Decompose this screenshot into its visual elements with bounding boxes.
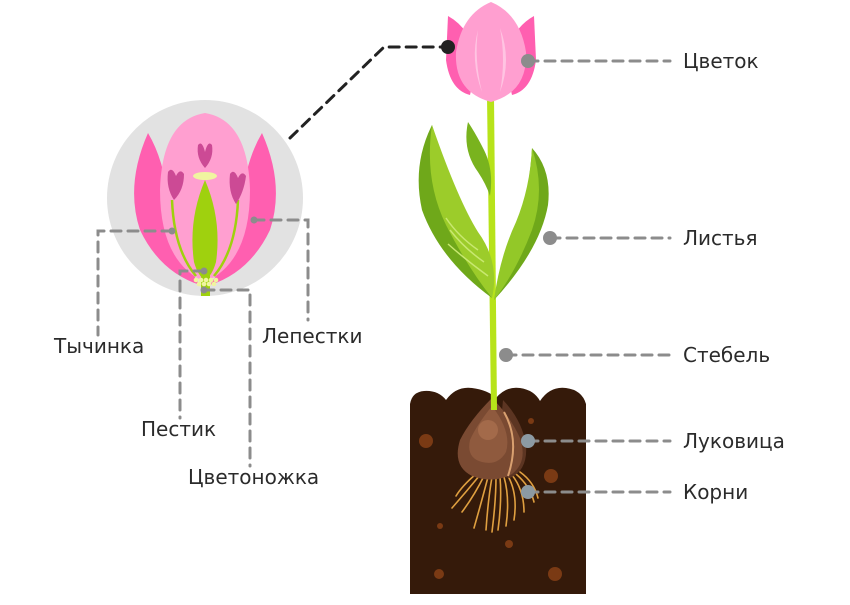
soil bbox=[410, 387, 586, 594]
leaves bbox=[418, 122, 549, 300]
label-flower: Цветок bbox=[683, 49, 759, 73]
label-stamen: Тычинка bbox=[54, 334, 145, 358]
peduncle-dot bbox=[200, 286, 208, 294]
label-stem: Стебель bbox=[683, 343, 771, 367]
callout-dots bbox=[168, 40, 557, 499]
stamen-dot bbox=[168, 227, 176, 235]
roots-dot bbox=[521, 485, 535, 499]
flower-detail-anchor-dot bbox=[441, 40, 455, 54]
tulip-flower bbox=[446, 2, 536, 102]
label-petals: Лепестки bbox=[262, 324, 363, 348]
leaves-dot bbox=[543, 231, 557, 245]
flower-dot bbox=[521, 54, 535, 68]
flower-detail bbox=[107, 100, 303, 296]
stem-dot bbox=[499, 348, 513, 362]
label-pistil: Пестик bbox=[141, 417, 217, 441]
label-bulb: Луковица bbox=[683, 429, 785, 453]
pistil-dot bbox=[200, 267, 208, 275]
label-roots: Корни bbox=[683, 480, 749, 504]
petals-dot bbox=[250, 216, 258, 224]
label-peduncle: Цветоножка bbox=[188, 465, 320, 489]
bulb-dot bbox=[521, 434, 535, 448]
bulb bbox=[457, 398, 527, 480]
label-leaves: Листья bbox=[683, 226, 758, 250]
callout-lines bbox=[96, 45, 672, 494]
